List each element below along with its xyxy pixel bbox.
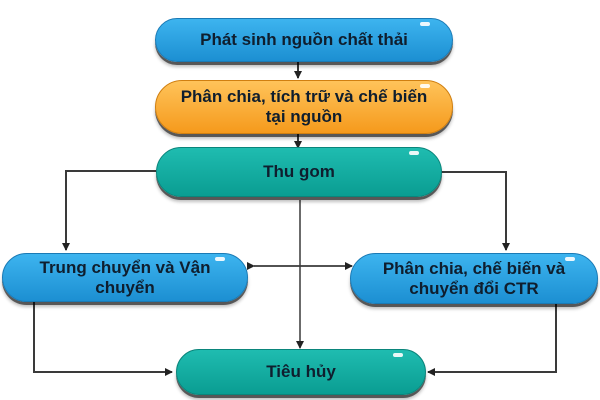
node-transfer-transport: Trung chuyển và Vận chuyển bbox=[2, 253, 248, 302]
node-waste-generation: Phát sinh nguồn chất thải bbox=[155, 18, 453, 62]
node-collection: Thu gom bbox=[156, 147, 442, 197]
edge-n3-n5 bbox=[440, 171, 510, 251]
edge-n3-n4 bbox=[62, 170, 156, 251]
node-label: Phân chia, chế biến và chuyển đổi CTR bbox=[382, 258, 566, 298]
node-source-separation: Phân chia, tích trữ và chế biến tại nguồ… bbox=[155, 80, 453, 134]
edge-n5-n6 bbox=[427, 304, 557, 376]
node-processing-transformation: Phân chia, chế biến và chuyển đổi CTR bbox=[350, 253, 598, 304]
node-disposal: Tiêu hủy bbox=[176, 349, 426, 395]
node-label: Phân chia, tích trữ và chế biến tại nguồ… bbox=[180, 87, 428, 126]
node-label: Trung chuyển và Vận chuyển bbox=[39, 257, 211, 297]
edge-n4-n6 bbox=[33, 302, 173, 376]
node-label: Phát sinh nguồn chất thải bbox=[200, 30, 408, 49]
node-label: Tiêu hủy bbox=[266, 362, 336, 381]
node-label: Thu gom bbox=[263, 162, 335, 181]
